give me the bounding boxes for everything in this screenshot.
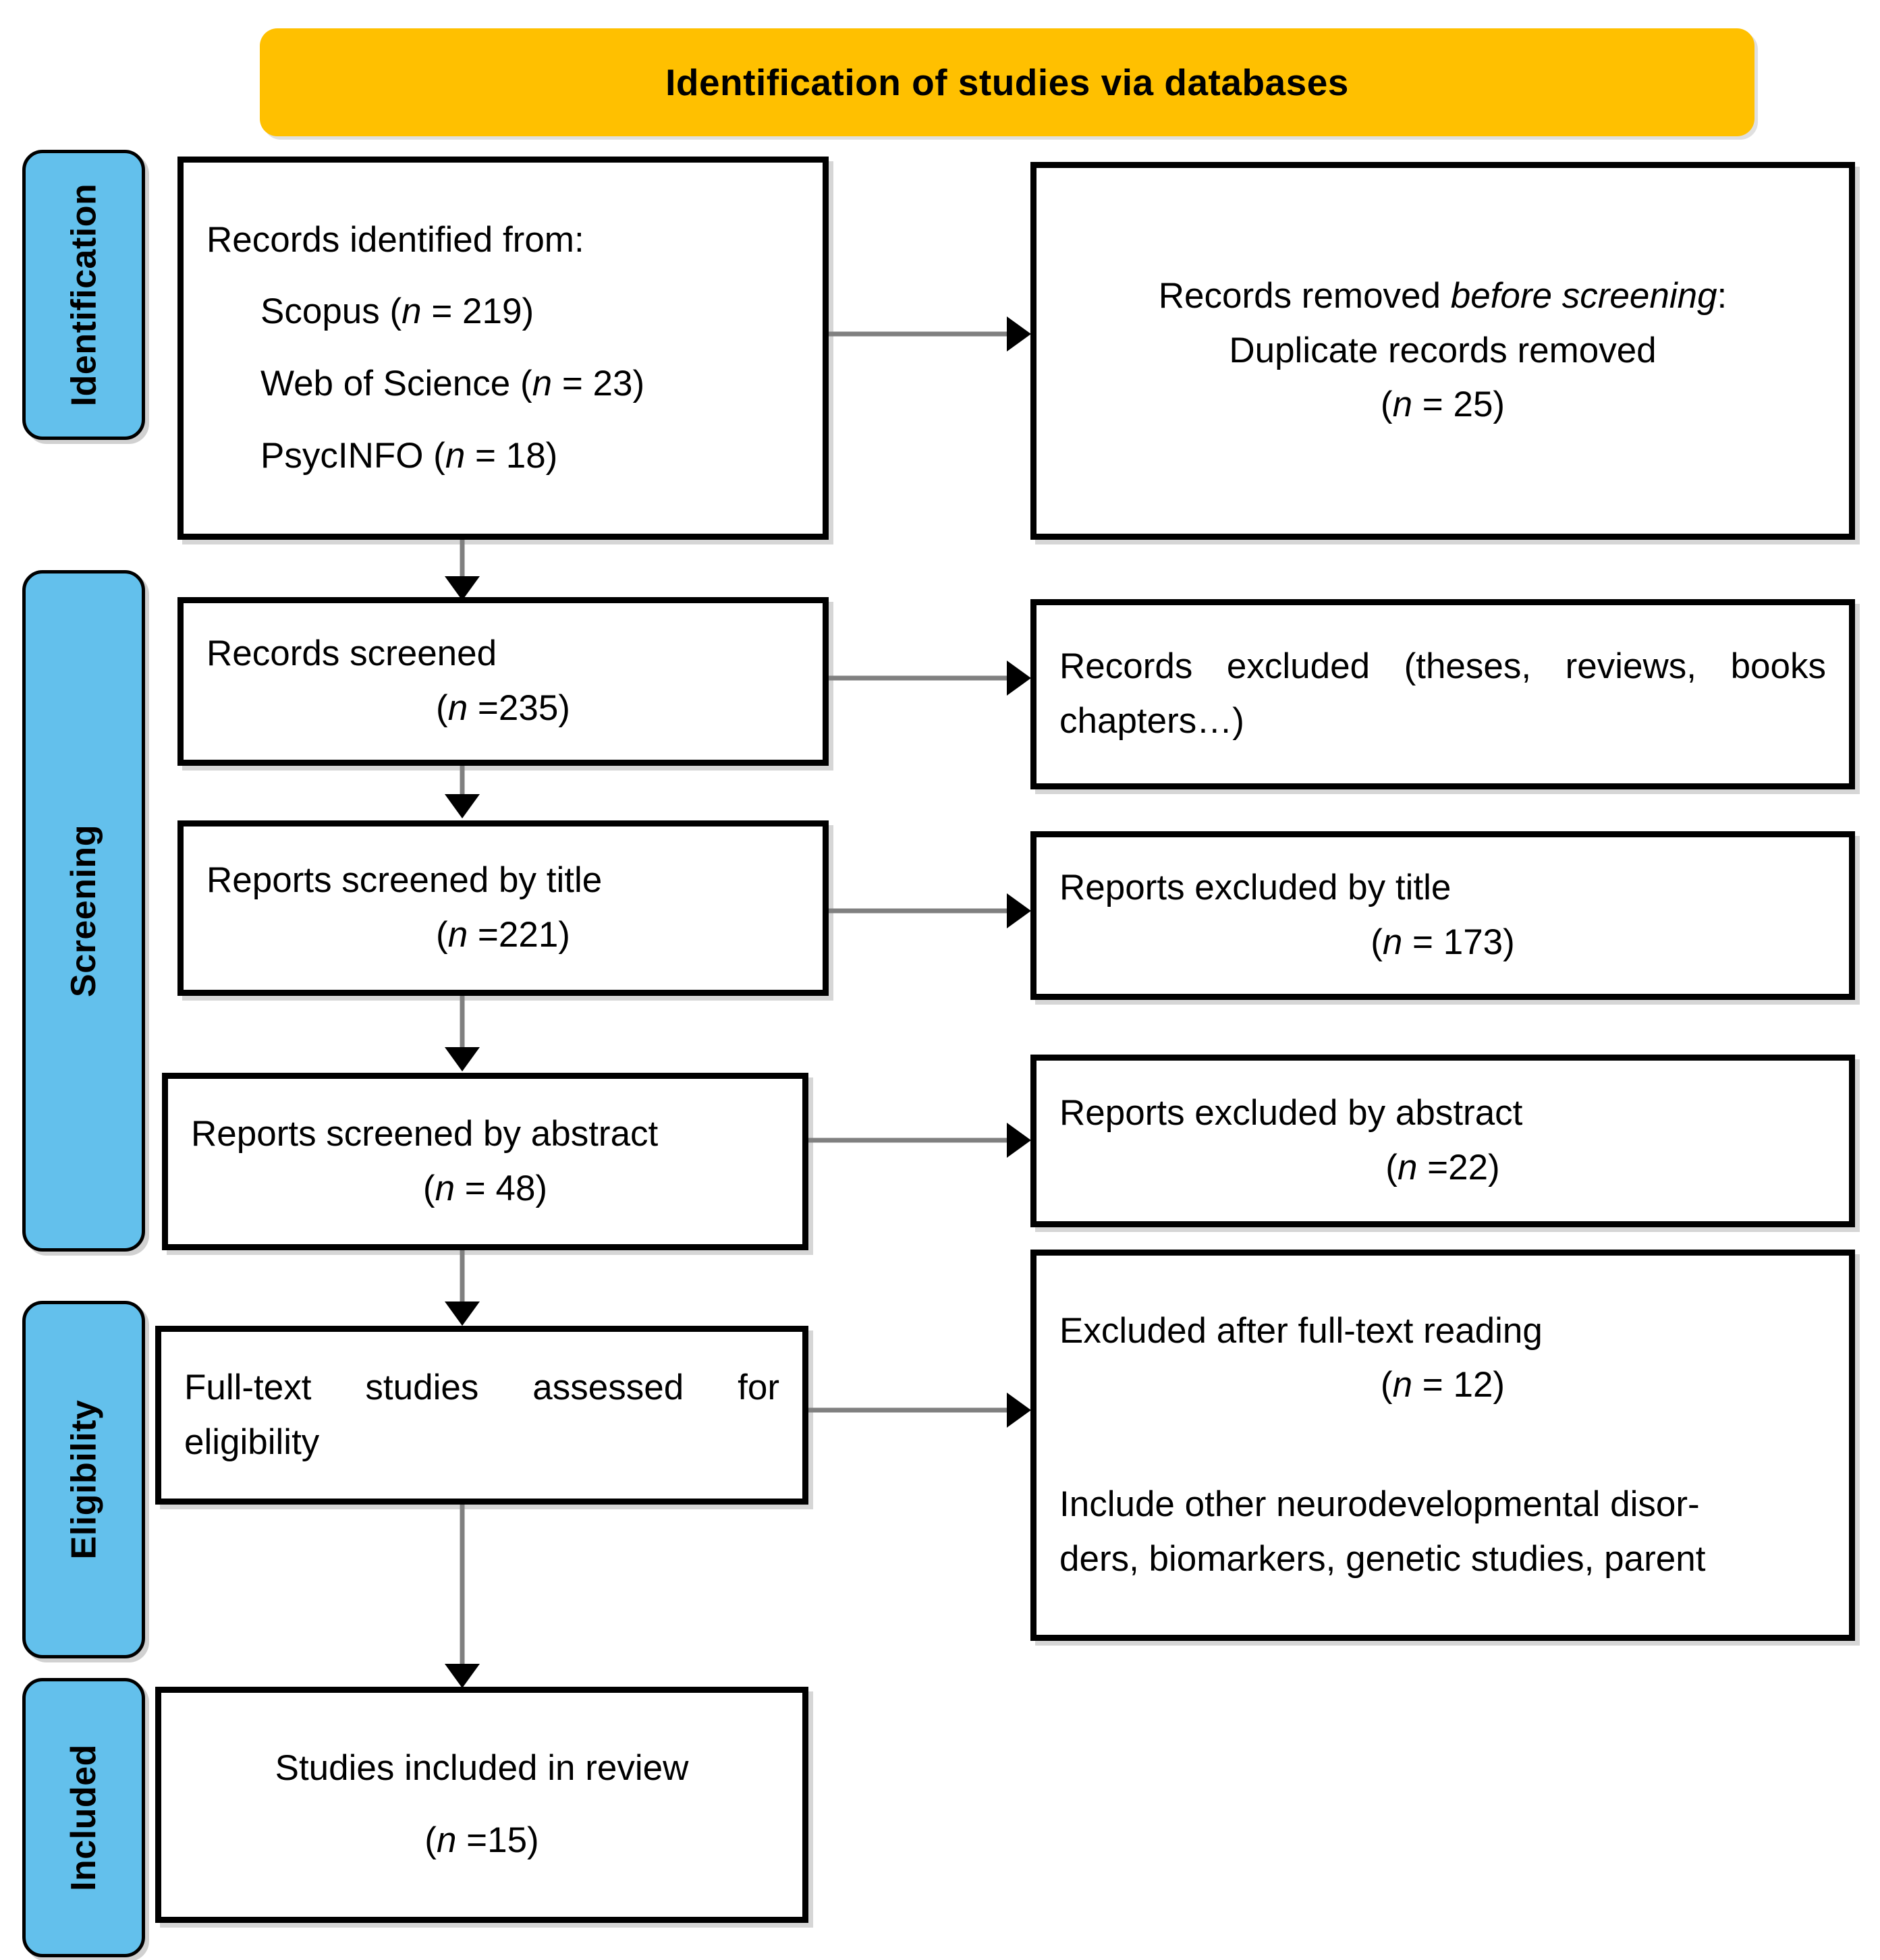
arrow-screened-to-excluded	[829, 658, 1031, 698]
records-removed-heading: Records removed before screening:	[1077, 269, 1808, 324]
source-wos-n: n	[532, 364, 553, 403]
reports-excluded-abstract-count-value: =22)	[1417, 1148, 1500, 1187]
stage-label-screening-text: Screening	[64, 824, 104, 997]
studies-included-count-open: (	[424, 1820, 437, 1860]
source-scopus-n: n	[402, 291, 422, 332]
records-screened-count-open: (	[436, 688, 448, 728]
stage-label-identification-text: Identification	[64, 183, 103, 407]
source-wos-value: = 23)	[552, 364, 645, 403]
reports-screened-title-count-n: n	[447, 915, 468, 955]
records-identified-source-psycinfo: PsycINFO (n = 18)	[206, 429, 800, 484]
reports-screened-abstract-count-n: n	[435, 1168, 455, 1208]
records-removed-line2: Duplicate records removed	[1229, 330, 1657, 370]
reports-excluded-abstract-count-n: n	[1397, 1148, 1418, 1187]
reports-screened-title-label: Reports screened by title	[206, 860, 603, 901]
reports-screened-abstract-count-open: (	[422, 1168, 435, 1208]
records-removed-count-n: n	[1392, 385, 1413, 425]
studies-included-count-value: =15)	[456, 1820, 539, 1860]
studies-included-count-n: n	[436, 1820, 457, 1860]
reports-screened-title-count-value: =221)	[468, 915, 570, 955]
banner-title: Identification of studies via databases	[665, 61, 1349, 103]
reports-screened-abstract-count: (n = 48)	[191, 1162, 779, 1216]
records-identified-source-wos: Web of Science (n = 23)	[206, 357, 800, 412]
records-removed-count: (n = 25)	[1077, 378, 1808, 432]
arrow-title-to-excluded-title	[829, 891, 1031, 931]
records-identified-source-scopus: Scopus (n = 219)	[206, 285, 800, 339]
records-identified-heading: Records identified from:	[206, 219, 584, 260]
excluded-fulltext-count-value: = 12)	[1412, 1365, 1505, 1405]
reports-excluded-title-count-n: n	[1382, 922, 1403, 962]
records-excluded-text: Records excluded (theses, reviews, books…	[1059, 646, 1826, 741]
source-psycinfo-n: n	[445, 435, 466, 476]
box-records-removed: Records removed before screening: Duplic…	[1030, 162, 1855, 540]
reports-excluded-abstract-label: Reports excluded by abstract	[1059, 1093, 1523, 1133]
reports-screened-title-count-open: (	[436, 915, 448, 955]
excluded-fulltext-reason-line-1: Include other neurodevelopmental disor-	[1059, 1484, 1700, 1524]
records-removed-count-value: = 25)	[1412, 385, 1505, 425]
reports-excluded-abstract-count-open: (	[1385, 1148, 1398, 1187]
reports-excluded-title-count-value: = 173)	[1402, 922, 1515, 962]
excluded-fulltext-label: Excluded after full-text reading	[1059, 1310, 1543, 1351]
excluded-fulltext-count-n: n	[1392, 1365, 1413, 1405]
stage-label-screening: Screening	[22, 570, 145, 1252]
stage-label-identification: Identification	[22, 150, 145, 440]
source-scopus-label: Scopus (	[260, 291, 402, 332]
source-psycinfo-value: = 18)	[465, 435, 558, 476]
arrow-identified-to-screened	[442, 540, 482, 600]
box-reports-screened-abstract: Reports screened by abstract (n = 48)	[162, 1073, 808, 1250]
reports-excluded-abstract-count: (n =22)	[1059, 1141, 1826, 1196]
source-psycinfo-label: PsycINFO (	[260, 435, 445, 476]
reports-excluded-title-count: (n = 173)	[1059, 916, 1826, 970]
records-removed-count-open: (	[1380, 385, 1393, 425]
records-screened-label: Records screened	[206, 634, 497, 674]
box-records-screened: Records screened (n =235)	[177, 597, 829, 766]
arrow-fulltext-to-included	[442, 1505, 482, 1688]
records-screened-count-n: n	[447, 688, 468, 728]
source-wos-label: Web of Science (	[260, 364, 532, 403]
arrow-title-to-abstract	[442, 996, 482, 1071]
fulltext-assessed-label: Full-text studies assessed for eligibili…	[184, 1367, 779, 1462]
records-removed-heading-c: :	[1717, 276, 1727, 316]
source-scopus-value: = 219)	[421, 291, 534, 332]
excluded-fulltext-count-open: (	[1380, 1365, 1393, 1405]
box-excluded-after-fulltext: Excluded after full-text reading (n = 12…	[1030, 1250, 1855, 1641]
stage-label-included-text: Included	[64, 1744, 104, 1891]
reports-screened-title-count: (n =221)	[206, 908, 800, 963]
records-removed-heading-a: Records removed	[1158, 276, 1451, 316]
studies-included-label: Studies included in review	[275, 1748, 689, 1789]
reports-screened-abstract-label: Reports screened by abstract	[191, 1113, 659, 1154]
diagram-header-banner: Identification of studies via databases	[260, 28, 1754, 136]
box-reports-screened-title: Reports screened by title (n =221)	[177, 820, 829, 996]
studies-included-count: (n =15)	[184, 1814, 779, 1868]
arrow-identified-to-removed	[829, 314, 1031, 354]
arrow-fulltext-to-excluded-fulltext	[808, 1390, 1031, 1430]
stage-label-eligibility-text: Eligibility	[64, 1399, 104, 1560]
reports-screened-abstract-count-value: = 48)	[455, 1168, 548, 1208]
arrow-screened-to-title	[442, 766, 482, 818]
box-reports-excluded-title: Reports excluded by title (n = 173)	[1030, 831, 1855, 1000]
reports-excluded-title-count-open: (	[1371, 922, 1383, 962]
records-screened-count-value: =235)	[468, 688, 570, 728]
box-records-excluded: Records excluded (theses, reviews, books…	[1030, 599, 1855, 789]
stage-label-included: Included	[22, 1678, 145, 1957]
box-fulltext-assessed: Full-text studies assessed for eligibili…	[155, 1326, 808, 1505]
stage-label-eligibility: Eligibility	[22, 1301, 145, 1658]
arrow-abstract-to-excluded-abstract	[808, 1120, 1031, 1160]
records-removed-heading-italic: before screening	[1450, 276, 1717, 316]
reports-excluded-title-label: Reports excluded by title	[1059, 868, 1452, 908]
arrow-abstract-to-fulltext	[442, 1250, 482, 1326]
box-reports-excluded-abstract: Reports excluded by abstract (n =22)	[1030, 1055, 1855, 1227]
excluded-fulltext-reason-line-2: ders, biomarkers, genetic studies, paren…	[1059, 1538, 1706, 1579]
box-studies-included: Studies included in review (n =15)	[155, 1687, 808, 1923]
box-records-identified: Records identified from: Scopus (n = 219…	[177, 157, 829, 540]
excluded-fulltext-count: (n = 12)	[1059, 1358, 1826, 1413]
records-screened-count: (n =235)	[206, 681, 800, 736]
